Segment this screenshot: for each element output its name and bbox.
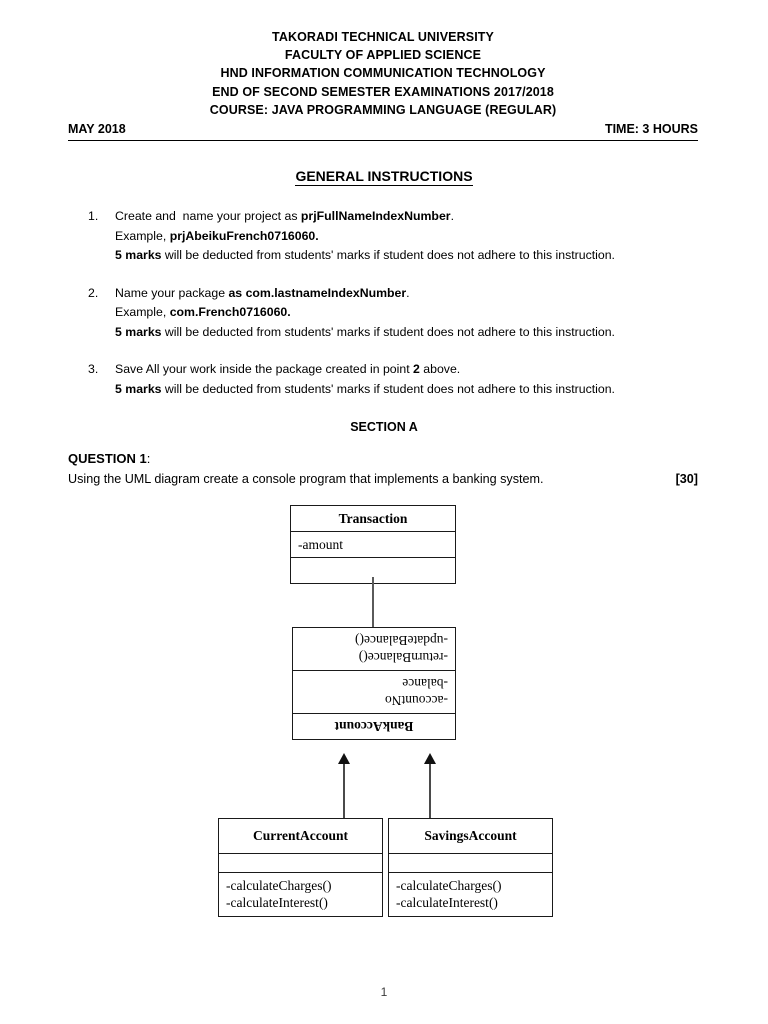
question-1-text: Using the UML diagram create a console p… xyxy=(68,472,544,486)
uml-attribute-row: -balance xyxy=(402,676,448,691)
uml-method-row: -calculateInterest() xyxy=(396,895,498,910)
header-line-faculty: FACULTY OF APPLIED SCIENCE xyxy=(284,48,482,63)
uml-generalization-arrowhead-currentaccount xyxy=(338,753,350,764)
instruction-line-1: Name your package as com.lastnameIndexNu… xyxy=(115,284,698,304)
question-1-label-text: QUESTION 1 xyxy=(68,451,147,466)
question-1-marks: [30] xyxy=(675,472,698,486)
exam-date: MAY 2018 xyxy=(68,122,126,137)
section-a-label: SECTION A xyxy=(350,420,418,434)
question-1-colon: : xyxy=(146,451,151,466)
uml-method-row: -calculateInterest() xyxy=(226,895,328,910)
uml-methods-currentaccount: -calculateCharges() -calculateInterest() xyxy=(219,872,382,916)
uml-method-row: -updateBalance() xyxy=(355,633,448,648)
instruction-item: 1. Create and name your project as prjFu… xyxy=(88,207,698,266)
uml-class-name-bankaccount: BankAccount xyxy=(334,719,414,734)
header-line-university: TAKORADI TECHNICAL UNIVERSITY xyxy=(272,30,494,44)
instruction-number: 3. xyxy=(88,362,99,376)
instruction-line-1-post: . xyxy=(450,209,454,223)
instruction-line-2-pre: Example, xyxy=(115,305,170,319)
instruction-line-2-bold: com.French0716060. xyxy=(169,305,291,319)
instruction-line-3-bold: 5 marks xyxy=(115,381,162,396)
instruction-line-3: 5 marks will be deducted from students' … xyxy=(115,323,698,343)
uml-methods-transaction xyxy=(291,557,455,583)
exam-duration: TIME: 3 HOURS xyxy=(604,122,698,137)
uml-attributes-bankaccount: -accountNo -balance xyxy=(293,671,455,714)
uml-class-bankaccount: BankAccount -accountNo -balance -returnB… xyxy=(292,627,456,740)
uml-generalization-savingsaccount xyxy=(429,763,431,820)
header-line-examination: END OF SECOND SEMESTER EXAMINATIONS 2017… xyxy=(212,84,554,99)
instruction-line-3: 5 marks will be deducted from students' … xyxy=(115,246,698,266)
instruction-line-2: Example, com.French0716060. xyxy=(115,303,698,323)
uml-method-row: -returnBalance() xyxy=(358,650,448,665)
instruction-line-1-pre: Name your package xyxy=(115,285,229,300)
instruction-number: 2. xyxy=(88,285,99,300)
general-instructions-list: 1. Create and name your project as prjFu… xyxy=(88,207,698,417)
instruction-line-2-pre: Example, xyxy=(115,228,170,243)
instruction-line-1-pre: Create and name your project as xyxy=(115,209,301,223)
uml-methods-savingsaccount: -calculateCharges() -calculateInterest() xyxy=(389,872,552,916)
uml-attributes-currentaccount xyxy=(219,853,382,872)
instruction-line-2-bold: prjAbeikuFrench0716060. xyxy=(169,228,319,243)
uml-attribute-row: -accountNo xyxy=(385,693,448,708)
instruction-line-3-post: will be deducted from students' marks if… xyxy=(161,248,615,262)
instruction-line-3-bold: 5 marks xyxy=(115,248,162,262)
instruction-line-3-post: will be deducted from students' marks if… xyxy=(161,324,615,339)
question-1-label: QUESTION 1: xyxy=(68,451,150,466)
header-divider xyxy=(68,140,698,142)
instruction-body: Save All your work inside the package cr… xyxy=(115,360,698,399)
uml-generalization-arrowhead-savingsaccount xyxy=(424,753,436,764)
uml-attribute-row: -amount xyxy=(298,537,343,552)
uml-class-name-savingsaccount: SavingsAccount xyxy=(424,828,517,843)
header-meta-row: MAY 2018 TIME: 3 HOURS xyxy=(68,120,698,138)
page-number: 1 xyxy=(380,985,388,999)
instruction-body: Name your package as com.lastnameIndexNu… xyxy=(115,284,698,343)
general-instructions-title: GENERAL INSTRUCTIONS xyxy=(0,168,768,186)
instruction-line-1-bold: 2 xyxy=(413,362,420,376)
instruction-body: Create and name your project as prjFullN… xyxy=(115,207,698,266)
instruction-line-1-bold: prjFullNameIndexNumber xyxy=(300,209,451,223)
header-line-course: COURSE: JAVA PROGRAMMING LANGUAGE (REGUL… xyxy=(209,102,557,117)
uml-class-transaction: Transaction -amount xyxy=(290,505,456,584)
uml-method-row: -calculateCharges() xyxy=(226,878,332,893)
instruction-item: 3. Save All your work inside the package… xyxy=(88,360,698,399)
uml-generalization-currentaccount xyxy=(343,763,345,820)
header-line-programme: HND INFORMATION COMMUNICATION TECHNOLOGY xyxy=(220,66,546,81)
instruction-line-1: Create and name your project as prjFullN… xyxy=(115,207,698,227)
instruction-line-1: Save All your work inside the package cr… xyxy=(115,360,698,380)
instruction-line-1-pre: Save All your work inside the package cr… xyxy=(115,362,414,376)
question-1-text-row: Using the UML diagram create a console p… xyxy=(68,472,698,486)
uml-attributes-transaction: -amount xyxy=(291,531,455,557)
instruction-number: 1. xyxy=(88,209,99,223)
instruction-line-3: 5 marks will be deducted from students' … xyxy=(115,380,698,400)
uml-class-name-currentaccount: CurrentAccount xyxy=(253,828,348,843)
uml-methods-bankaccount: -returnBalance() -updateBalance() xyxy=(293,628,455,671)
uml-association-transaction-bankaccount xyxy=(372,577,374,628)
uml-attributes-savingsaccount xyxy=(389,853,552,872)
instruction-line-3-bold: 5 marks xyxy=(115,324,162,339)
instruction-line-1-bold: as com.lastnameIndexNumber xyxy=(228,285,407,300)
uml-class-currentaccount: CurrentAccount -calculateCharges() -calc… xyxy=(218,818,383,917)
exam-header: TAKORADI TECHNICAL UNIVERSITY FACULTY OF… xyxy=(68,28,698,142)
instruction-line-1-post: above. xyxy=(419,362,461,376)
uml-class-name-transaction: Transaction xyxy=(338,511,408,526)
uml-class-savingsaccount: SavingsAccount -calculateCharges() -calc… xyxy=(388,818,553,917)
uml-method-row: -calculateCharges() xyxy=(396,878,502,893)
instruction-item: 2. Name your package as com.lastnameInde… xyxy=(88,284,698,343)
instruction-line-1-post: . xyxy=(406,285,410,300)
instruction-line-2: Example, prjAbeikuFrench0716060. xyxy=(115,227,698,247)
general-instructions-title-text: GENERAL INSTRUCTIONS xyxy=(295,168,473,186)
instruction-line-3-post: will be deducted from students' marks if… xyxy=(161,381,615,396)
